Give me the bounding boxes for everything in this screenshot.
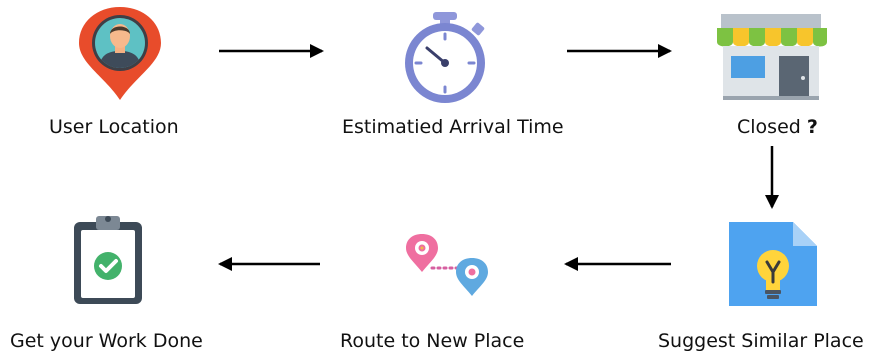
clipboard-check-icon [74,216,142,304]
location-pin-user-icon [79,7,161,100]
node-label-arrival-time: Estimatied Arrival Time [342,116,564,138]
node-label-suggest: Suggest Similar Place [658,330,864,352]
node-label-closed-text: Closed [737,116,801,138]
route-pins-icon [406,234,488,296]
node-label-closed: Closed ? [737,116,818,138]
node-label-route: Route to New Place [340,330,525,352]
document-lightbulb-icon [729,222,817,306]
node-label-user-location: User Location [49,116,179,138]
node-label-closed-suffix: ? [806,116,818,138]
node-label-done: Get your Work Done [10,330,203,352]
storefront-icon [717,14,827,100]
stopwatch-icon [405,12,485,103]
